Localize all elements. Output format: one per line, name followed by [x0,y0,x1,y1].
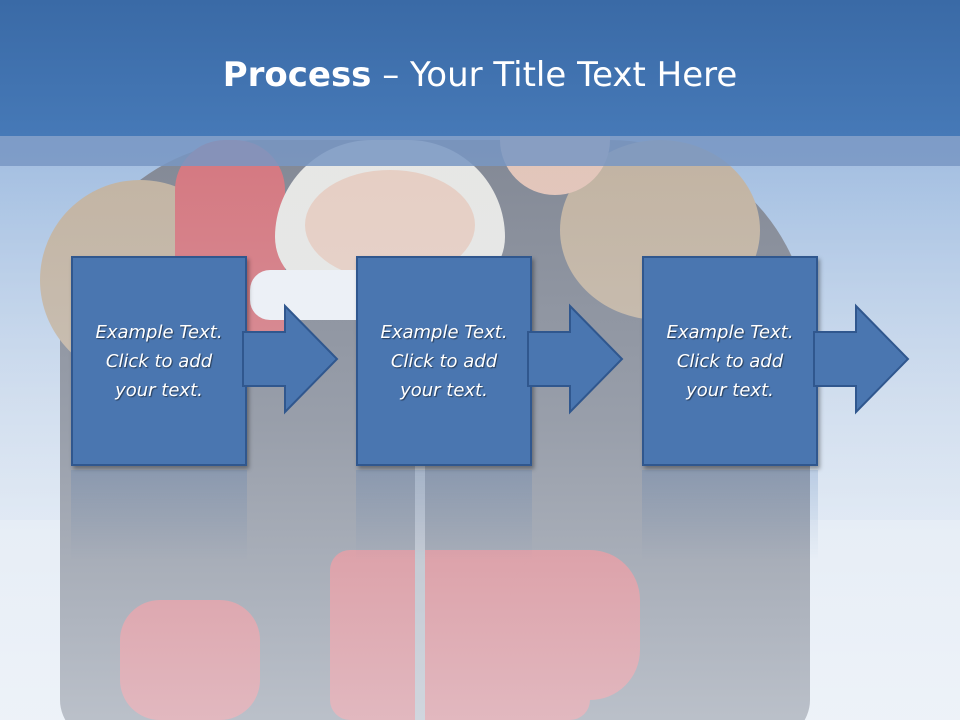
step-reflection [642,470,912,560]
process-step-1: Example Text. Click to add your text. [71,256,341,468]
step-text-line: Example Text. [666,321,794,343]
step-reflection [356,470,626,560]
process-step-2: Example Text. Click to add your text. [356,256,626,468]
step-text: Example Text. Click to add your text. [79,318,239,405]
title-rest: – Your Title Text Here [371,55,738,95]
reflection-box [642,470,818,560]
slide-title[interactable]: Process – Your Title Text Here [0,50,960,100]
right-arrow-icon [527,303,624,415]
step-text-line: your text. [115,379,203,401]
title-bar [0,0,960,136]
process-step-3: Example Text. Click to add your text. [642,256,912,468]
step-text: Example Text. Click to add your text. [364,318,524,405]
step-text: Example Text. Click to add your text. [650,318,810,405]
title-band [0,136,960,166]
reflection-box [356,470,532,560]
step-text-line: Click to add [676,350,784,372]
step-text-line: Example Text. [95,321,223,343]
right-arrow-icon [813,303,910,415]
step-text-line: Click to add [105,350,213,372]
reflection-box [71,470,247,560]
right-arrow-icon [242,303,339,415]
step-text-line: your text. [400,379,488,401]
step-box[interactable]: Example Text. Click to add your text. [642,256,818,466]
title-bold: Process [222,55,372,95]
step-text-line: Example Text. [380,321,508,343]
step-box[interactable]: Example Text. Click to add your text. [71,256,247,466]
step-text-line: your text. [686,379,774,401]
step-reflection [71,470,341,560]
step-box[interactable]: Example Text. Click to add your text. [356,256,532,466]
step-text-line: Click to add [390,350,498,372]
